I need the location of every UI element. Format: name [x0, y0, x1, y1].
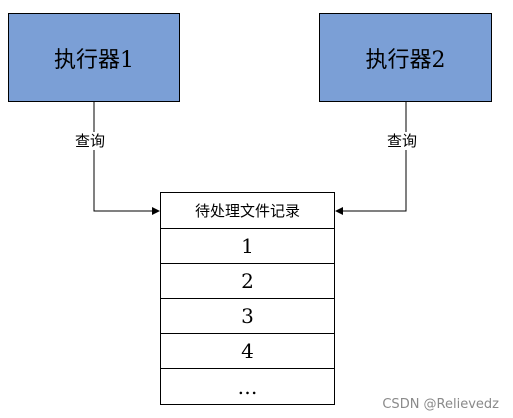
connector-exec2-to-table: [335, 102, 407, 215]
table-row: 4: [161, 334, 334, 369]
watermark: CSDN @Relievedz: [382, 397, 499, 412]
connector-exec1-to-table: [93, 102, 160, 215]
executor-1-box: 执行器1: [8, 13, 180, 102]
table-header: 待处理文件记录: [161, 193, 334, 229]
table-row: 1: [161, 229, 334, 264]
query-label-right: 查询: [385, 132, 420, 150]
executor-2-label: 执行器2: [365, 47, 446, 73]
executor-2-box: 执行器2: [319, 13, 492, 102]
query-label-left: 查询: [73, 132, 108, 150]
table-row: …: [237, 374, 258, 399]
executor-1-label: 执行器1: [54, 47, 134, 73]
table-row: 2: [161, 264, 334, 299]
pending-file-record-table: 待处理文件记录 1 2 3 4 …: [160, 192, 335, 405]
table-row: 3: [161, 299, 334, 334]
